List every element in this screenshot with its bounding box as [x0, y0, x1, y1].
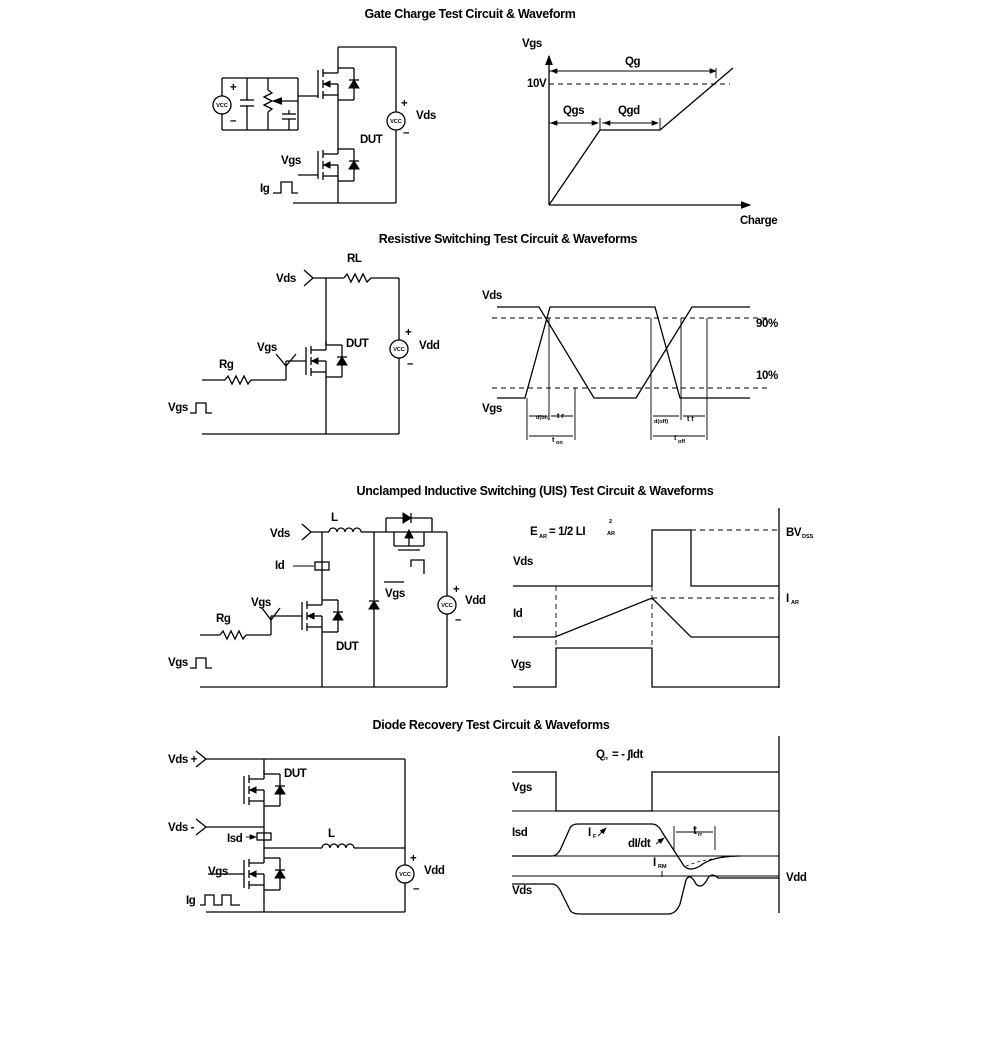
- svg-text:I: I: [786, 593, 789, 605]
- svg-text:DUT: DUT: [346, 338, 369, 350]
- gate-charge-waveform: Vgs Charge 10V Qg Qgs Qgd: [522, 38, 778, 227]
- resistive-circuit: Vds RL + – Vdd DUT Vgs Rg Vgs: [168, 253, 440, 435]
- svg-text:Rg: Rg: [219, 359, 234, 371]
- svg-text:+: +: [405, 327, 412, 339]
- svg-text:Vgs: Vgs: [482, 403, 502, 415]
- svg-text:Vgs: Vgs: [208, 866, 228, 878]
- svg-text:Vgs: Vgs: [257, 342, 277, 354]
- svg-text:Vdd: Vdd: [465, 595, 486, 607]
- svg-text:Vds: Vds: [270, 528, 290, 540]
- svg-text:Vgs: Vgs: [168, 657, 188, 669]
- svg-text:t r: t r: [557, 413, 564, 420]
- dut-label: DUT: [360, 134, 383, 146]
- svg-text:Isd: Isd: [512, 827, 528, 839]
- svg-text:DSS: DSS: [802, 534, 814, 540]
- uis-waveform: E AR = 1/2 LI 2 AR Vds Id Vgs BV DSS I A…: [511, 508, 814, 688]
- svg-text:+: +: [401, 98, 408, 110]
- svg-text:Q: Q: [596, 749, 605, 761]
- svg-text:Vdd: Vdd: [424, 865, 445, 877]
- gate-charge-circuit: + – + – Vds DUT: [212, 46, 436, 204]
- svg-text:+: +: [230, 82, 237, 94]
- diode-waveform: Q rr = - ∫Idt Vgs Isd Vds Vdd I F dI/dt …: [512, 736, 807, 915]
- svg-text:DUT: DUT: [336, 641, 359, 653]
- svg-text:–: –: [455, 614, 462, 626]
- svg-text:dI/dt: dI/dt: [628, 838, 651, 850]
- svg-text:Vds +: Vds +: [168, 754, 198, 766]
- svg-text:AR: AR: [539, 534, 547, 540]
- vds-label: Vds: [416, 110, 436, 122]
- svg-text:= 1/2 LI: = 1/2 LI: [549, 526, 585, 538]
- svg-text:I: I: [588, 827, 591, 839]
- svg-text:Id: Id: [513, 608, 523, 620]
- svg-text:+: +: [453, 584, 460, 596]
- svg-text:Vgs: Vgs: [385, 588, 405, 600]
- svg-text:10%: 10%: [756, 370, 778, 382]
- svg-text:I: I: [653, 857, 656, 869]
- svg-text:t: t: [693, 825, 697, 837]
- svg-text:BV: BV: [786, 527, 802, 539]
- svg-text:t: t: [674, 435, 677, 442]
- diode-title: Diode Recovery Test Circuit & Waveforms: [373, 718, 610, 732]
- svg-text:AR: AR: [791, 600, 799, 606]
- svg-text:Vdd: Vdd: [419, 340, 440, 352]
- svg-text:Qgs: Qgs: [563, 105, 584, 117]
- svg-text:90%: 90%: [756, 318, 778, 330]
- svg-text:Vgs: Vgs: [512, 782, 532, 794]
- svg-text:Vgs: Vgs: [251, 597, 271, 609]
- svg-text:Qgd: Qgd: [618, 105, 640, 117]
- svg-text:= - ∫Idt: = - ∫Idt: [612, 749, 644, 761]
- svg-text:Vdd: Vdd: [786, 872, 807, 884]
- gate-charge-title: Gate Charge Test Circuit & Waveform: [364, 7, 575, 21]
- svg-text:E: E: [530, 526, 538, 538]
- resistive-title: Resistive Switching Test Circuit & Wavef…: [379, 232, 638, 246]
- svg-text:RM: RM: [658, 864, 667, 870]
- svg-text:+: +: [410, 853, 417, 865]
- svg-text:Vgs: Vgs: [168, 402, 188, 414]
- svg-text:Ig: Ig: [260, 183, 270, 195]
- svg-text:d(on): d(on): [536, 415, 550, 421]
- svg-text:Vds: Vds: [482, 290, 502, 302]
- svg-text:–: –: [230, 115, 237, 127]
- svg-text:Vgs: Vgs: [281, 155, 301, 167]
- svg-text:on: on: [556, 440, 563, 446]
- svg-text:–: –: [403, 127, 410, 139]
- svg-text:t f: t f: [687, 416, 694, 423]
- svg-text:F: F: [593, 834, 597, 840]
- svg-text:DUT: DUT: [284, 768, 307, 780]
- svg-text:RL: RL: [347, 253, 362, 265]
- svg-text:10V: 10V: [527, 78, 547, 90]
- diode-circuit: Vds + DUT Vds - Isd L Vgs Ig + – Vdd: [168, 750, 445, 913]
- svg-text:–: –: [407, 358, 414, 370]
- svg-text:Isd: Isd: [227, 833, 243, 845]
- svg-text:Vgs: Vgs: [511, 659, 531, 671]
- svg-text:rr: rr: [604, 756, 609, 762]
- svg-text:rr: rr: [698, 832, 703, 838]
- svg-text:Charge: Charge: [740, 215, 777, 227]
- svg-text:Vds: Vds: [513, 556, 533, 568]
- svg-text:Ig: Ig: [186, 895, 196, 907]
- svg-text:L: L: [331, 512, 338, 524]
- svg-text:Rg: Rg: [216, 613, 231, 625]
- svg-text:Vds: Vds: [512, 885, 532, 897]
- svg-text:Qg: Qg: [625, 56, 641, 68]
- uis-circuit: Vds L Vgs + – Vdd Id: [168, 512, 486, 688]
- svg-text:Id: Id: [275, 560, 285, 572]
- svg-text:AR: AR: [607, 531, 615, 537]
- svg-text:Vds: Vds: [276, 273, 296, 285]
- svg-text:off: off: [678, 439, 685, 445]
- svg-text:Vds -: Vds -: [168, 822, 195, 834]
- uis-title: Unclamped Inductive Switching (UIS) Test…: [356, 484, 713, 498]
- svg-text:2: 2: [609, 519, 612, 525]
- resistive-waveform: Vds Vgs 90% 10% d(on) t r d(off) t f t o…: [482, 290, 778, 446]
- svg-text:t: t: [552, 437, 555, 444]
- svg-text:d(off): d(off): [654, 419, 668, 425]
- svg-text:–: –: [413, 883, 420, 895]
- svg-text:Vgs: Vgs: [522, 38, 542, 50]
- svg-text:L: L: [328, 828, 335, 840]
